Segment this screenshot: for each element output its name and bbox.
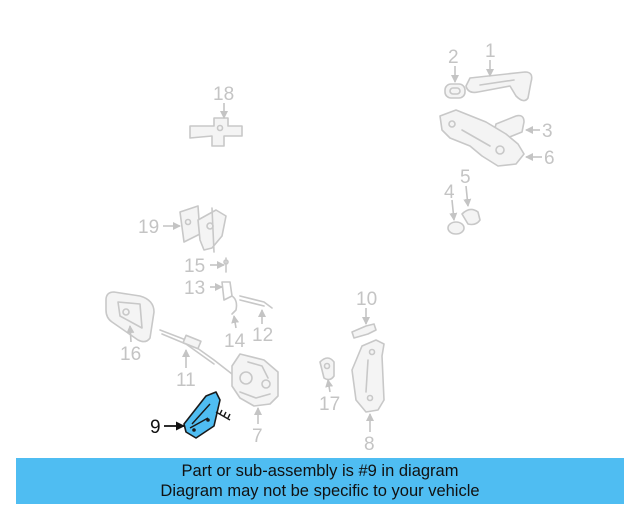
part-13-clip[interactable]	[221, 281, 233, 301]
part-7-latch[interactable]	[231, 353, 279, 407]
callout-7: 7	[252, 426, 263, 447]
callout-13: 13	[184, 278, 205, 299]
part-10-bolt[interactable]	[351, 323, 377, 339]
banner-line-1: Part or sub-assembly is #9 in diagram	[181, 462, 459, 480]
callout-9: 9	[150, 417, 161, 438]
part-17-striker[interactable]	[319, 357, 335, 381]
callout-labels: 1 2 3 6 4 5 18 19 15 13 14 12 16 11 7 10…	[120, 41, 555, 455]
part-19-hinge[interactable]	[179, 205, 227, 253]
part-4-lock-cap[interactable]	[447, 221, 465, 235]
part-11-cable[interactable]	[159, 329, 233, 375]
callout-1: 1	[485, 41, 496, 62]
callout-19: 19	[138, 217, 159, 238]
callout-11: 11	[176, 370, 196, 391]
callout-16: 16	[120, 344, 141, 365]
part-9-highlighted[interactable]	[183, 391, 231, 439]
callout-4: 4	[444, 182, 455, 203]
callout-12: 12	[252, 325, 273, 346]
callout-3: 3	[542, 121, 553, 142]
callout-14: 14	[224, 331, 246, 352]
part-1-outside-handle[interactable]	[465, 71, 533, 102]
part-12-rod[interactable]	[239, 295, 273, 309]
callout-18: 18	[213, 84, 234, 105]
part-14-rod-clip[interactable]	[231, 295, 238, 315]
part-6-handle-frame[interactable]	[439, 109, 525, 167]
part-18-bracket[interactable]	[189, 117, 243, 147]
parts-diagram: 1 2 3 6 4 5 18 19 15 13 14 12 16 11 7 10…	[105, 41, 555, 455]
leader-lines	[126, 60, 542, 432]
callout-6: 6	[544, 148, 555, 169]
info-banner: Part or sub-assembly is #9 in diagram Di…	[16, 458, 624, 504]
part-2-handle-pad[interactable]	[444, 83, 466, 99]
callout-2: 2	[448, 47, 459, 68]
part-5-lock-cylinder[interactable]	[461, 208, 481, 226]
callout-8: 8	[364, 434, 375, 455]
callout-17: 17	[319, 394, 340, 415]
part-15-pin[interactable]	[223, 257, 229, 273]
part-16-inside-handle[interactable]	[105, 291, 155, 343]
part-8-reinforcement[interactable]	[351, 339, 385, 413]
callout-5: 5	[460, 167, 471, 188]
callout-15: 15	[184, 256, 205, 277]
banner-line-2: Diagram may not be specific to your vehi…	[160, 482, 480, 500]
callout-10: 10	[356, 289, 377, 310]
